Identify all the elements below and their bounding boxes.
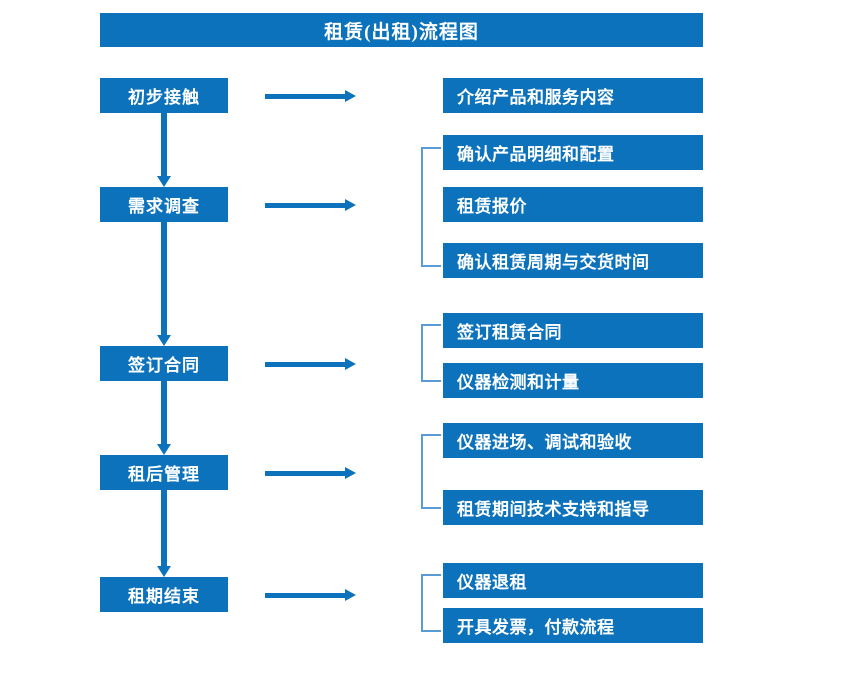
arrow-head — [157, 566, 171, 577]
arrow-head — [345, 89, 356, 102]
arrow-shaft — [161, 113, 167, 178]
down-arrow-icon — [157, 222, 171, 346]
detail-box[interactable]: 确认产品明细和配置 — [443, 135, 703, 170]
down-arrow-icon — [157, 381, 171, 455]
arrow-head — [345, 198, 356, 211]
right-arrow-icon — [265, 198, 356, 211]
detail-box[interactable]: 签订租赁合同 — [443, 313, 703, 348]
right-arrow-icon — [265, 89, 356, 102]
page-title: 租赁(出租)流程图 — [100, 13, 703, 47]
detail-box[interactable]: 仪器检测和计量 — [443, 363, 703, 398]
arrow-shaft — [161, 222, 167, 337]
arrow-head — [345, 466, 356, 479]
stage-box[interactable]: 租后管理 — [100, 455, 228, 490]
down-arrow-icon — [157, 113, 171, 187]
detail-box[interactable]: 租赁报价 — [443, 187, 703, 222]
arrow-shaft — [265, 361, 346, 367]
arrow-shaft — [265, 202, 346, 208]
detail-box[interactable]: 租赁期间技术支持和指导 — [443, 490, 703, 525]
right-arrow-icon — [265, 588, 356, 601]
group-bracket — [421, 434, 441, 509]
right-arrow-icon — [265, 466, 356, 479]
stage-box[interactable]: 签订合同 — [100, 346, 228, 381]
detail-box[interactable]: 开具发票，付款流程 — [443, 608, 703, 643]
arrow-shaft — [161, 381, 167, 446]
detail-box[interactable]: 仪器退租 — [443, 563, 703, 598]
arrow-head — [345, 357, 356, 370]
arrow-shaft — [161, 490, 167, 568]
down-arrow-icon — [157, 490, 171, 577]
arrow-head — [157, 444, 171, 455]
arrow-shaft — [265, 93, 346, 99]
arrow-head — [157, 335, 171, 346]
arrow-head — [345, 588, 356, 601]
arrow-shaft — [265, 470, 346, 476]
stage-box[interactable]: 需求调查 — [100, 187, 228, 222]
stage-box[interactable]: 租期结束 — [100, 577, 228, 612]
detail-box[interactable]: 确认租赁周期与交货时间 — [443, 243, 703, 278]
detail-box[interactable]: 介绍产品和服务内容 — [443, 78, 703, 113]
group-bracket — [421, 147, 441, 267]
group-bracket — [421, 324, 441, 382]
arrow-shaft — [265, 592, 346, 598]
right-arrow-icon — [265, 357, 356, 370]
arrow-head — [157, 176, 171, 187]
stage-box[interactable]: 初步接触 — [100, 78, 228, 113]
detail-box[interactable]: 仪器进场、调试和验收 — [443, 423, 703, 458]
group-bracket — [421, 574, 441, 632]
